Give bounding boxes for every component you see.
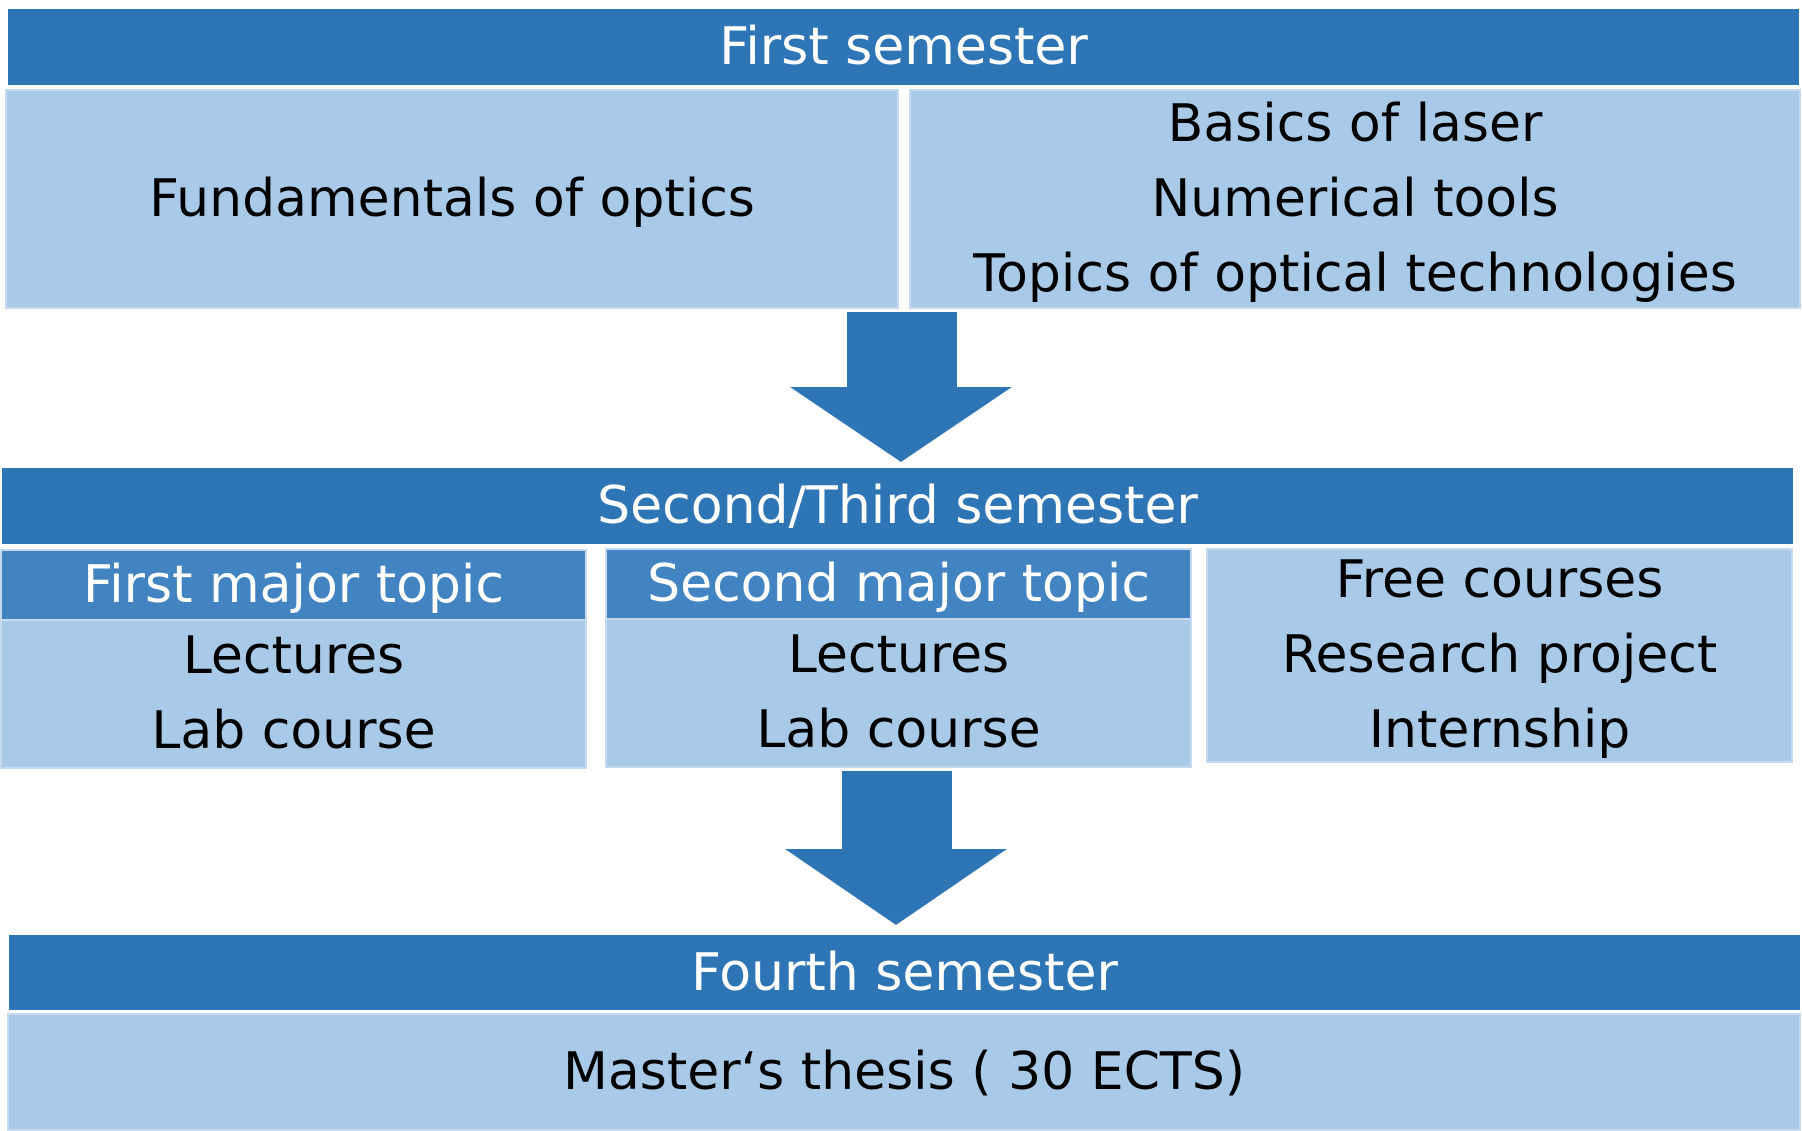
second-third-semester-header: Second/Third semester xyxy=(2,468,1793,544)
second-major-topic-header: Second major topic xyxy=(605,548,1192,620)
second-third-semester-title: Second/Third semester xyxy=(597,476,1198,536)
first-major-topic-header: First major topic xyxy=(0,549,587,621)
first-semester-right-box: Basics of laser Numerical tools Topics o… xyxy=(909,89,1801,309)
fourth-semester-header: Fourth semester xyxy=(9,935,1800,1010)
basics-of-laser-item: Basics of laser xyxy=(1167,93,1543,154)
second-major-topic-title: Second major topic xyxy=(647,554,1150,614)
fundamentals-of-optics-item: Fundamentals of optics xyxy=(149,169,755,229)
second-major-topic-box: Lectures Lab course xyxy=(605,618,1192,768)
masters-thesis-item: Master‘s thesis ( 30 ECTS) xyxy=(563,1042,1245,1102)
internship-item: Internship xyxy=(1368,700,1631,760)
first-semester-header: First semester xyxy=(8,9,1799,85)
research-project-item: Research project xyxy=(1281,625,1718,685)
numerical-tools-item: Numerical tools xyxy=(1151,168,1559,229)
free-courses-box: Free courses Research project Internship xyxy=(1206,548,1793,763)
down-arrow-icon xyxy=(785,771,1007,925)
first-semester-title: First semester xyxy=(719,17,1088,77)
topics-of-optical-technologies-item: Topics of optical technologies xyxy=(973,243,1737,304)
first-major-topic-title: First major topic xyxy=(83,555,504,615)
first-major-lab-course-item: Lab course xyxy=(151,701,436,761)
first-semester-left-box: Fundamentals of optics xyxy=(5,89,899,309)
fourth-semester-box: Master‘s thesis ( 30 ECTS) xyxy=(7,1013,1801,1131)
first-major-topic-box: Lectures Lab course xyxy=(0,619,587,769)
second-major-lab-course-item: Lab course xyxy=(756,700,1041,760)
fourth-semester-title: Fourth semester xyxy=(691,942,1118,1003)
down-arrow-icon xyxy=(790,312,1012,462)
second-major-lectures-item: Lectures xyxy=(787,625,1010,685)
free-courses-item: Free courses xyxy=(1335,550,1664,610)
first-major-lectures-item: Lectures xyxy=(182,626,405,686)
